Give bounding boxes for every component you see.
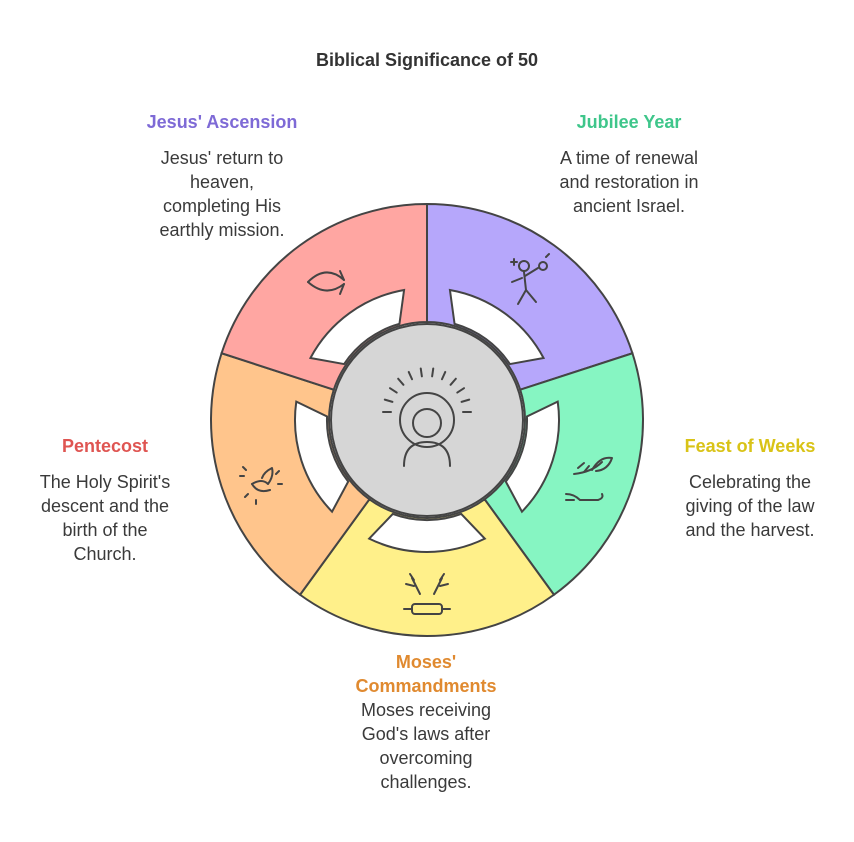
label-title: Moses' Commandments [314, 650, 538, 698]
gap-moses [294, 400, 350, 514]
desc-line: earthly mission. [159, 220, 285, 240]
ray-line [456, 387, 466, 394]
segment-moses [210, 351, 371, 597]
label-title: Feast of Weeks [684, 436, 816, 456]
segment-feast [298, 497, 556, 637]
gap-jubilee [504, 400, 560, 514]
ray-line [419, 367, 423, 378]
gap-pentecost [308, 288, 406, 366]
scroll-laurel-icon [403, 573, 451, 615]
label-title: Jubilee Year [576, 112, 682, 132]
ray-line [397, 377, 405, 386]
label-description: Moses receiving God's laws after overcom… [314, 698, 538, 794]
ray-line [460, 398, 471, 403]
fish-icon [307, 270, 345, 295]
label-description: A time of renewal and restoration in anc… [519, 146, 739, 218]
title-line: Moses' [395, 652, 457, 672]
ray-line [431, 367, 435, 378]
desc-line: descent and the [40, 496, 170, 516]
segment-jubilee [483, 351, 644, 597]
desc-line: and restoration in [559, 172, 699, 192]
label-moses-commandments: Moses' Commandments Moses receiving God'… [314, 650, 538, 794]
desc-line: ancient Israel. [572, 196, 686, 216]
ray-line [407, 370, 414, 381]
desc-line: The Holy Spirit's [39, 472, 171, 492]
desc-line: Church. [73, 544, 137, 564]
segment-pentecost [220, 202, 428, 391]
ray-line [383, 398, 394, 403]
desc-line: God's laws after [361, 724, 491, 744]
label-description: Jesus' return to heaven, completing His … [112, 146, 332, 242]
label-jesus-ascension: Jesus' Ascension Jesus' return to heaven… [112, 110, 332, 242]
label-description: Celebrating the giving of the law and th… [655, 470, 845, 542]
desc-line: challenges. [380, 772, 472, 792]
segment-ring [210, 202, 644, 637]
radiant-person-icon [382, 367, 472, 467]
desc-line: and the harvest. [685, 520, 815, 540]
segment-jesus [426, 202, 634, 391]
gap-jesus [448, 288, 546, 366]
desc-line: A time of renewal [559, 148, 699, 168]
label-title: Jesus' Ascension [146, 112, 298, 132]
desc-line: Celebrating the [688, 472, 812, 492]
title-line: Commandments [355, 676, 497, 696]
label-jubilee-year: Jubilee Year A time of renewal and resto… [519, 110, 739, 218]
desc-line: birth of the [62, 520, 148, 540]
desc-line: overcoming [379, 748, 473, 768]
gap-feast [367, 512, 487, 553]
label-pentecost: Pentecost The Holy Spirit's descent and … [10, 434, 200, 566]
desc-line: Moses receiving [360, 700, 492, 720]
label-title: Pentecost [61, 436, 149, 456]
center-circle [330, 323, 524, 517]
ray-line [449, 377, 457, 386]
desc-line: giving of the law [685, 496, 815, 516]
ray-line [388, 387, 398, 394]
desc-line: heaven, [189, 172, 255, 192]
celebrating-person-icon [510, 253, 550, 305]
desc-line: Jesus' return to [160, 148, 284, 168]
desc-line: completing His [162, 196, 282, 216]
wheat-harvest-icon [565, 456, 613, 501]
segment-gaps [294, 288, 560, 553]
label-feast-of-weeks: Feast of Weeks Celebrating the giving of… [655, 434, 845, 542]
dove-icon [239, 466, 283, 505]
label-description: The Holy Spirit's descent and the birth … [10, 470, 200, 566]
ray-line [440, 370, 447, 381]
diagram-title: Biblical Significance of 50 [315, 50, 539, 70]
